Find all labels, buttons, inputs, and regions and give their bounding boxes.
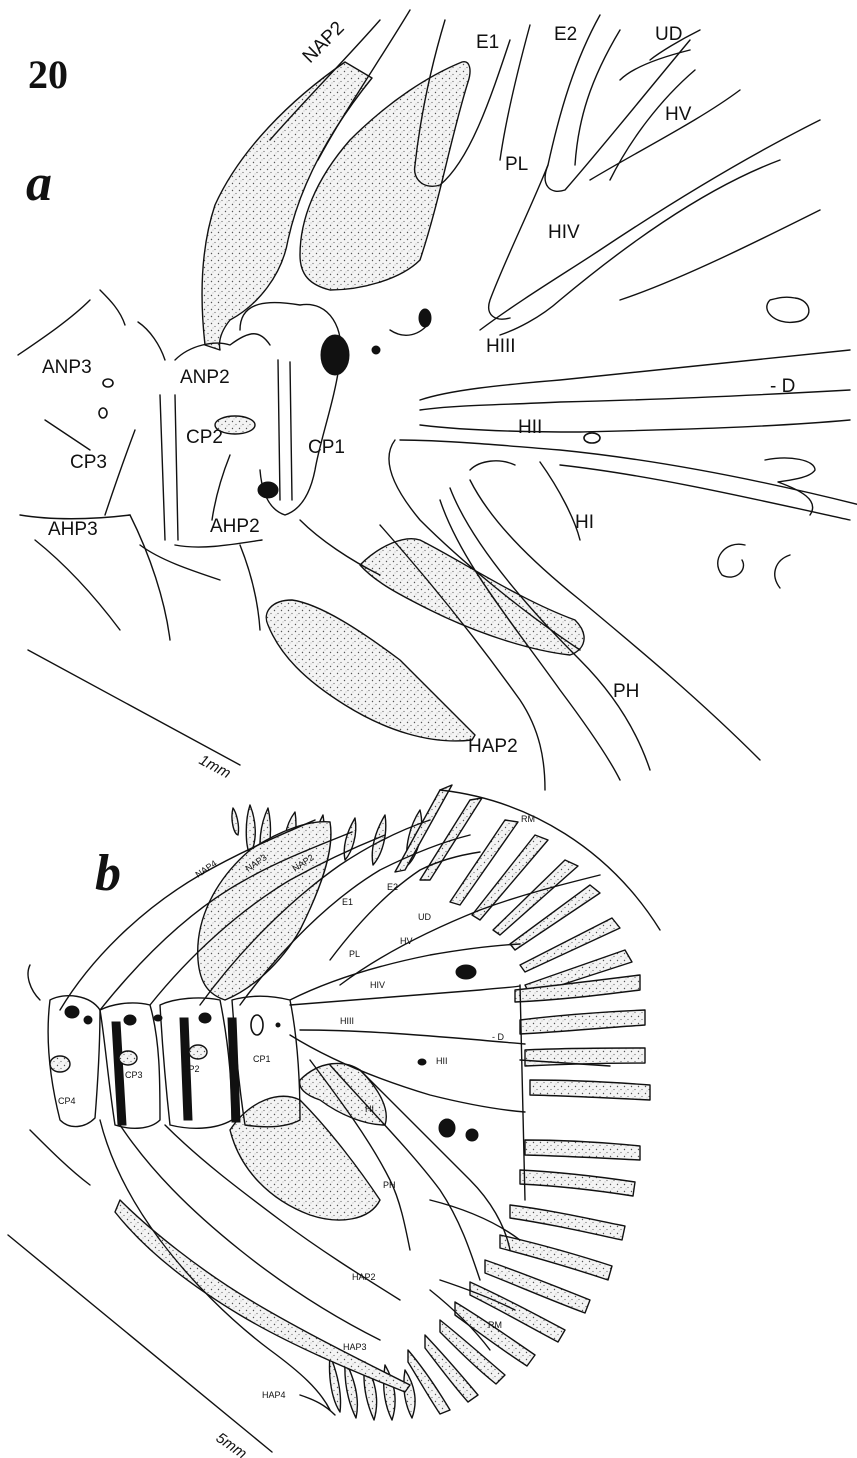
label-a-cp3: CP3 [70,452,107,473]
figure-number: 20 [28,52,68,97]
label-b-ud: UD [418,912,431,922]
label-a-hv: HV [665,104,692,125]
label-b-ph: PH [383,1180,396,1190]
label-a-hiii: HIII [486,336,516,357]
panel-b-scale-label: 5mm [213,1429,250,1458]
panel-a-parhypural-stipple [360,539,584,655]
label-b-rm-top: RM [521,814,535,824]
panel-a-scale-label: 1mm [196,752,233,783]
label-a-ahp3: AHP3 [48,519,98,540]
panel-a: a [18,10,857,790]
label-b-hiii: HIII [340,1016,354,1026]
label-a-nap2: NAP2 [299,18,349,68]
label-a-hiv: HIV [548,222,580,243]
label-a-hii: HII [518,417,542,438]
label-a-pl: PL [505,154,528,175]
label-b-e2: E2 [387,882,398,892]
label-a-ph: PH [613,681,639,702]
panel-a-letter: a [26,155,52,212]
label-a-hi: HI [575,512,594,533]
label-b-hap4: HAP4 [262,1390,286,1400]
label-a-cp2: CP2 [186,427,223,448]
label-b-cp4: CP4 [58,1096,76,1106]
label-a-ahp2: AHP2 [210,516,260,537]
label-b-hap3: HAP3 [343,1342,367,1352]
label-b-hii: HII [436,1056,448,1066]
label-b-cp2: CP2 [182,1064,200,1074]
label-a-e1: E1 [476,32,499,53]
label-b-cp3: CP3 [125,1070,143,1080]
label-a-anp2: ANP2 [180,367,230,388]
label-a-hap2: HAP2 [468,736,518,757]
panel-b-letter: b [95,845,121,902]
label-b-nap4: NAP4 [194,858,219,879]
label-b-cp1: CP1 [253,1054,271,1064]
label-b-d: - D [492,1032,504,1042]
label-a-cp1: CP1 [308,437,345,458]
label-b-rm-bottom: RM [488,1320,502,1330]
label-b-hv: HV [400,936,413,946]
label-b-e1: E1 [342,897,353,907]
label-a-anp3: ANP3 [42,357,92,378]
label-b-pl: PL [349,949,360,959]
label-b-hap2: HAP2 [352,1272,376,1282]
label-b-hiv: HIV [370,980,385,990]
label-a-d: - D [770,376,795,397]
label-a-ud: UD [655,24,682,45]
panel-b: b [8,785,660,1458]
panel-a-hap2-spine [266,600,475,741]
label-a-e2: E2 [554,24,577,45]
label-b-hi: HI [365,1104,374,1114]
